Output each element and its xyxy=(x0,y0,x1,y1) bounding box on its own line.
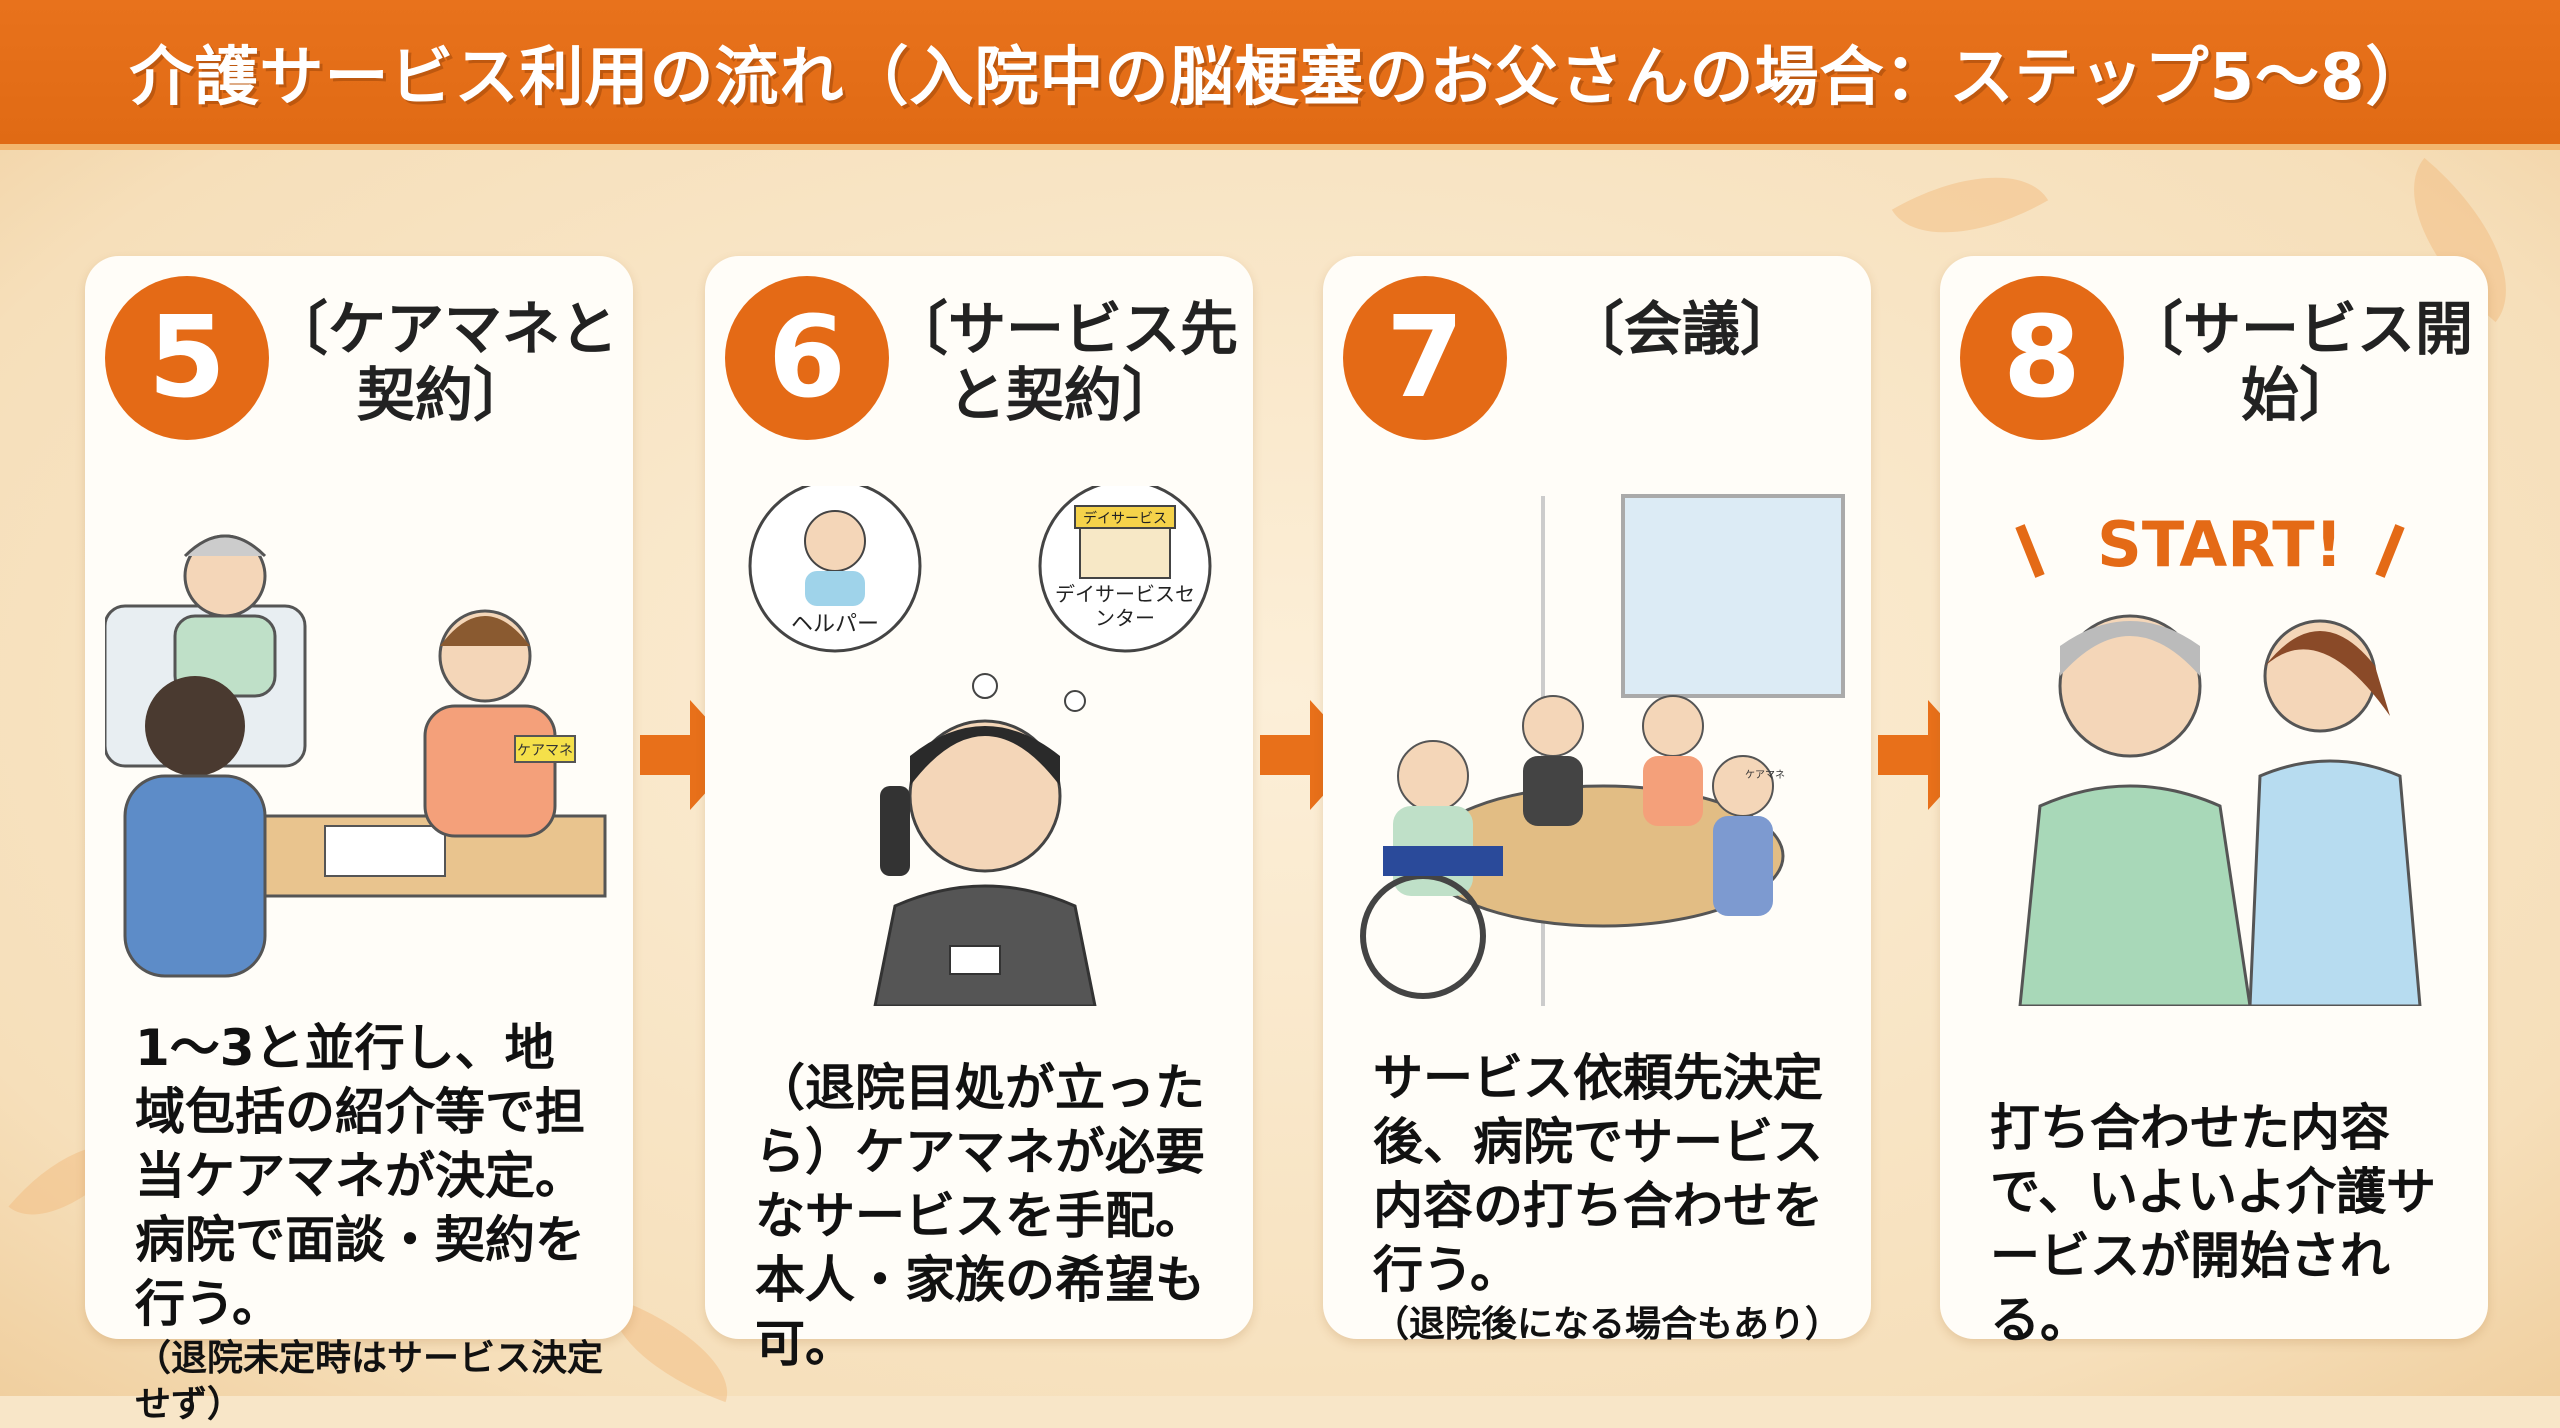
step-description: （退院目処が立ったら）ケアマネが必要なサービスを手配。本人・家族の希望も可。 xyxy=(755,1056,1223,1376)
conference-illustration: ケアマネ xyxy=(1360,494,1845,1006)
step-title: 〔ケアマネと契約〕 xyxy=(269,295,618,429)
step-card-5: 5 〔ケアマネと契約〕 ケアマネ 1〜3と並行し、地域包括の紹介等で担当ケアマネ… xyxy=(85,256,633,1425)
day-service-center-label: デイサービスセンター xyxy=(1055,582,1195,630)
step-body: 打ち合わせた内容で、いよいよ介護サービスが開始される。 xyxy=(1990,1099,2436,1349)
caremanager-badge: ケアマネ xyxy=(517,743,573,759)
step-description: 打ち合わせた内容で、いよいよ介護サービスが開始される。 xyxy=(1990,1096,2458,1352)
step-body: 1〜3と並行し、地域包括の紹介等で担当ケアマネが決定。病院で面談・契約を行う。 xyxy=(135,1019,585,1333)
day-service-sign: デイサービス xyxy=(1083,510,1167,527)
step-description: 1〜3と並行し、地域包括の紹介等で担当ケアマネが決定。病院で面談・契約を行う。 … xyxy=(135,1016,603,1428)
step-title: 〔サービス開始〕 xyxy=(2124,295,2473,429)
helper-label: ヘルパー xyxy=(791,612,879,637)
step-card-8: 8 〔サービス開始〕 START! 打ち合わせた内容で、いよいよ介護サービスが開… xyxy=(1940,256,2488,1349)
caremanager-badge: ケアマネ xyxy=(1745,769,1785,781)
step-description: サービス依頼先決定後、病院でサービス内容の打ち合わせを行う。 （退院後になる場合… xyxy=(1373,1046,1841,1348)
step-body: （退院目処が立ったら）ケアマネが必要なサービスを手配。本人・家族の希望も可。 xyxy=(755,1059,1205,1373)
step-title: 〔サービス先と契約〕 xyxy=(889,295,1238,429)
step-note: （退院未定時はサービス決定せず） xyxy=(135,1338,604,1425)
step-number: 6 xyxy=(725,276,889,440)
header-banner: 介護サービス利用の流れ（入院中の脳梗塞のお父さんの場合：ステップ5〜8） xyxy=(0,0,2560,150)
step-number: 8 xyxy=(1960,276,2124,440)
step-number: 7 xyxy=(1343,276,1507,440)
step-number: 5 xyxy=(105,276,269,440)
step-title: 〔会議〕 xyxy=(1565,295,1798,363)
contract-meeting-illustration: ケアマネ xyxy=(105,534,607,978)
step-card-7: 7 〔会議〕 ケアマネ サービス依頼先決定後、病院でサービス内容の打ち合わせを行… xyxy=(1323,256,1871,1345)
start-label: START! xyxy=(2097,508,2343,581)
step-body: サービス依頼先決定後、病院でサービス内容の打ち合わせを行う。 xyxy=(1373,1049,1823,1299)
service-start-illustration: START! xyxy=(2015,508,2422,1006)
page-title: 介護サービス利用の流れ（入院中の脳梗塞のお父さんの場合：ステップ5〜8） xyxy=(129,41,2431,115)
step-card-6: 6 〔サービス先と契約〕 ヘルパー デイサービス デイサービスセンター （退院目… xyxy=(705,256,1253,1373)
phone-arrangement-illustration: ヘルパー デイサービス デイサービスセンター xyxy=(748,486,1212,1006)
step-note: （退院後になる場合もあり） xyxy=(1373,1304,1842,1345)
